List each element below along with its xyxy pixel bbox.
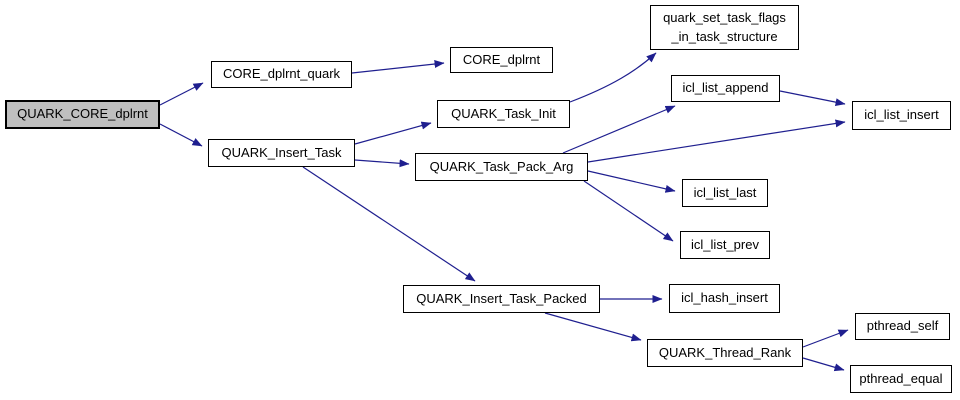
node-label: icl_list_last [693, 184, 757, 200]
edge-CORE_dplrnt_quark-to-CORE_dplrnt [351, 60, 445, 74]
node-icl-list-last[interactable]: icl_list_last [682, 179, 768, 207]
node-label: CORE_dplrnt [462, 51, 541, 67]
node-label: icl_hash_insert [681, 290, 768, 306]
node-label-line1: quark_set_task_flags [663, 9, 786, 25]
edge-QUARK_CORE_dplrnt-to-CORE_dplrnt_quark [159, 82, 204, 106]
edge-QUARK_Thread_Rank-to-pthread_equal [802, 357, 845, 372]
node-quark-thread-rank[interactable]: QUARK_Thread_Rank [647, 339, 803, 367]
node-quark-set-task-flags-in-task-structure[interactable]: quark_set_task_flags _in_task_structure [650, 5, 799, 50]
edge-QUARK_Insert_Task-to-QUARK_Task_Init [354, 121, 432, 145]
node-quark-insert-task[interactable]: QUARK_Insert_Task [208, 139, 355, 167]
edge-QUARK_Thread_Rank-to-pthread_self [802, 329, 849, 348]
edge-QUARK_Task_Pack_Arg-to-icl_list_append [562, 105, 676, 154]
node-pthread-self[interactable]: pthread_self [855, 313, 950, 340]
node-label: QUARK_Task_Init [451, 105, 556, 121]
node-quark-insert-task-packed[interactable]: QUARK_Insert_Task_Packed [403, 285, 600, 313]
node-label: QUARK_Insert_Task_Packed [416, 290, 587, 306]
node-label: icl_list_prev [691, 236, 759, 252]
node-label: icl_list_append [682, 80, 769, 96]
node-quark-core-dplrnt: QUARK_CORE_dplrnt [5, 100, 160, 129]
edge-QUARK_CORE_dplrnt-to-QUARK_Insert_Task [159, 123, 203, 147]
node-label: QUARK_Task_Pack_Arg [429, 158, 574, 174]
node-icl-list-append[interactable]: icl_list_append [671, 75, 780, 102]
node-label: QUARK_Insert_Task [221, 144, 342, 160]
node-icl-list-insert[interactable]: icl_list_insert [852, 101, 951, 130]
node-label: pthread_equal [859, 370, 943, 386]
node-core-dplrnt[interactable]: CORE_dplrnt [450, 47, 553, 73]
node-icl-list-prev[interactable]: icl_list_prev [680, 231, 770, 259]
edge-QUARK_Task_Init-to-quark_set_task_flags_in_task_structure [569, 52, 657, 103]
edge-QUARK_Insert_Task-to-QUARK_Insert_Task_Packed [302, 166, 476, 282]
node-label-line2: _in_task_structure [671, 28, 778, 44]
node-label: pthread_self [866, 318, 939, 334]
node-label: QUARK_Thread_Rank [658, 344, 792, 360]
node-core-dplrnt-quark[interactable]: CORE_dplrnt_quark [211, 61, 352, 88]
node-quark-task-pack-arg[interactable]: QUARK_Task_Pack_Arg [415, 153, 588, 181]
edge-icl_list_append-to-icl_list_insert [779, 90, 846, 107]
edge-QUARK_Insert_Task_Packed-to-QUARK_Thread_Rank [544, 312, 642, 342]
node-quark-task-init[interactable]: QUARK_Task_Init [437, 100, 570, 128]
node-label: CORE_dplrnt_quark [222, 66, 341, 82]
edge-QUARK_Task_Pack_Arg-to-icl_list_last [587, 170, 676, 193]
node-label: icl_list_insert [864, 107, 939, 123]
edge-QUARK_Insert_Task-to-QUARK_Task_Pack_Arg [354, 159, 410, 168]
edge-QUARK_Task_Pack_Arg-to-icl_list_insert [587, 119, 846, 163]
node-icl-hash-insert[interactable]: icl_hash_insert [669, 284, 780, 313]
node-pthread-equal[interactable]: pthread_equal [850, 365, 952, 393]
edge-QUARK_Task_Pack_Arg-to-icl_list_prev [583, 180, 674, 242]
node-label: QUARK_CORE_dplrnt [17, 106, 148, 122]
